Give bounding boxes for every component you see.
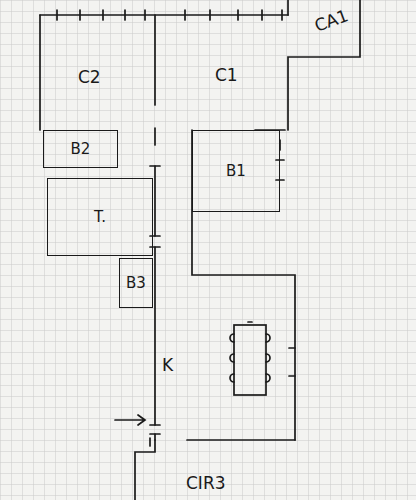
room-name: B2 <box>71 141 91 158</box>
bathroom-box: B3 <box>119 258 153 308</box>
room-name: T. <box>94 209 106 226</box>
bathroom-box: B2 <box>43 130 118 168</box>
room-label: CIR3 <box>186 474 226 493</box>
room-label: C1 <box>215 66 238 85</box>
terrace-box: T. <box>47 178 153 256</box>
room-label: C2 <box>78 68 101 87</box>
room-name: B1 <box>226 163 246 180</box>
room-name: B3 <box>126 275 146 292</box>
room-label: K <box>162 356 173 375</box>
bedroom-box: B1 <box>192 130 280 212</box>
